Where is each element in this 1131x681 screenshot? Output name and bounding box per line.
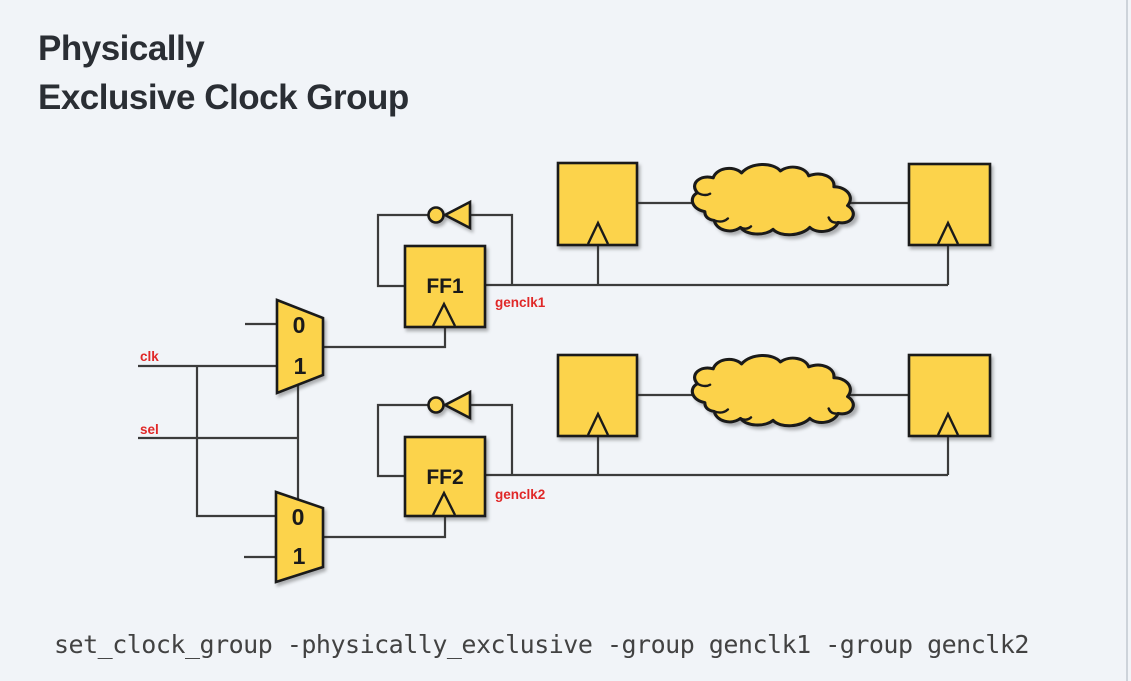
wire-mux1-to-ff1-clock bbox=[323, 327, 447, 349]
wire-inv2-left-feedback bbox=[376, 403, 429, 478]
genclk2-datapath bbox=[556, 353, 992, 438]
ff2-clock-pin-icon bbox=[431, 490, 457, 516]
inverter1-bubble-icon bbox=[427, 206, 445, 224]
wire-inv2-right-feedback bbox=[470, 403, 514, 475]
inverter2-bubble-icon bbox=[427, 396, 445, 414]
ff1-box bbox=[403, 244, 487, 329]
genclk2-label: genclk2 bbox=[495, 487, 545, 502]
row2-capture-clock-pin-icon bbox=[936, 411, 960, 436]
sdc-command-text: set_clock_group -physically_exclusive -g… bbox=[54, 630, 1029, 659]
row1-launch-clock-pin-icon bbox=[586, 220, 610, 245]
inverter2-triangle-icon bbox=[442, 389, 472, 421]
ff2-label: FF2 bbox=[426, 466, 463, 489]
wire-clk-branch-to-mux2 bbox=[195, 366, 276, 518]
row2-launch-clock-pin-icon bbox=[586, 411, 610, 436]
wire-inv1-left-feedback bbox=[376, 213, 429, 288]
ff1-label: FF1 bbox=[426, 275, 464, 298]
row1-launch-register bbox=[556, 161, 639, 247]
combinational-cloud-row2-icon bbox=[690, 354, 855, 428]
page-title-line2: Exclusive Clock Group bbox=[38, 78, 409, 117]
ff2-generator: FF2 bbox=[403, 389, 487, 518]
row1-capture-clock-pin-icon bbox=[936, 220, 960, 245]
row1-capture-register bbox=[907, 162, 992, 247]
page-right-border bbox=[1126, 0, 1128, 681]
signal-labels: clk sel genclk1 genclk2 bbox=[140, 295, 546, 502]
ff1-clock-pin-icon bbox=[431, 301, 457, 327]
inverter1-triangle-icon bbox=[442, 199, 472, 231]
page-title-line1: Physically bbox=[38, 29, 205, 68]
row2-launch-register bbox=[556, 353, 639, 438]
ff1-generator: FF1 bbox=[403, 199, 487, 329]
genclk1-label: genclk1 bbox=[495, 295, 546, 310]
row2-capture-register bbox=[907, 353, 992, 438]
mux2-port1-label: 1 bbox=[293, 543, 306, 569]
wire-mux2-to-ff2-clock bbox=[323, 516, 447, 539]
ff2-box bbox=[403, 435, 487, 518]
mux2-body bbox=[274, 490, 325, 584]
sel-label: sel bbox=[140, 422, 159, 437]
wire-inv1-right-feedback bbox=[470, 213, 514, 285]
inverter1-icon bbox=[427, 199, 472, 231]
genclk1-datapath bbox=[556, 161, 992, 247]
clk-label: clk bbox=[140, 349, 159, 364]
wires bbox=[138, 201, 950, 559]
page-title: Physically Exclusive Clock Group bbox=[38, 24, 409, 122]
inverter2-icon bbox=[427, 389, 472, 421]
mux1-symbol: 0 1 bbox=[275, 298, 325, 395]
mux2-symbol: 0 1 bbox=[274, 490, 325, 584]
mux1-body bbox=[275, 298, 325, 395]
mux1-port0-label: 0 bbox=[293, 312, 306, 338]
mux2-port0-label: 0 bbox=[292, 504, 305, 530]
combinational-cloud-row1-icon bbox=[690, 163, 855, 237]
mux1-port1-label: 1 bbox=[294, 353, 307, 379]
